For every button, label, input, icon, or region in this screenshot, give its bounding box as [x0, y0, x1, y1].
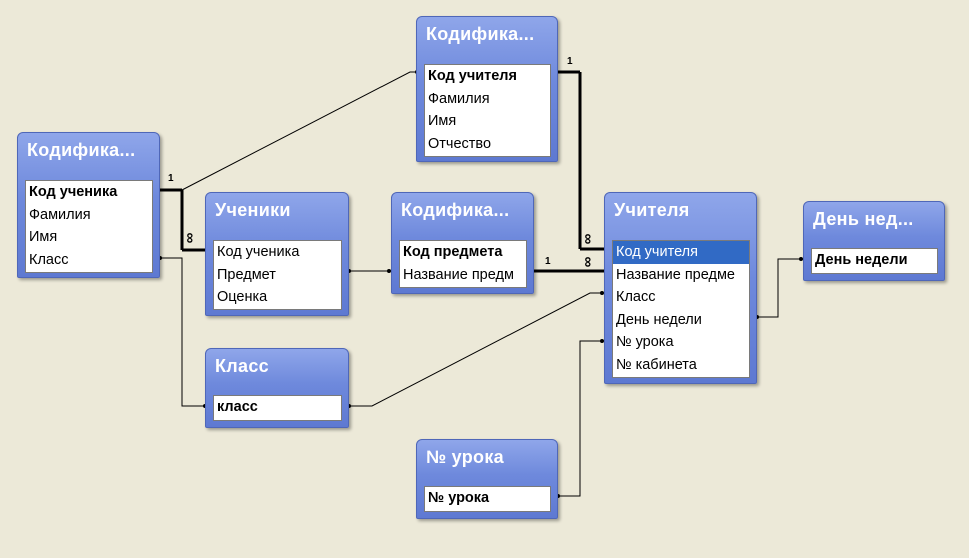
- table-nomer-uroka[interactable]: № урока № урока: [416, 439, 558, 519]
- table-uchitelya[interactable]: Учителя Код учителя Название предме Клас…: [604, 192, 757, 384]
- field-kod-uchitelya[interactable]: Код учителя: [613, 241, 749, 264]
- table-subject-codifier[interactable]: Кодифика... Код предмета Название предм: [391, 192, 534, 294]
- field-otchestvo[interactable]: Отчество: [428, 135, 492, 152]
- table-title[interactable]: Кодифика...: [401, 200, 510, 220]
- table-den-nedeli[interactable]: День нед... День недели: [803, 201, 945, 281]
- one-label: 1: [545, 256, 551, 267]
- table-title[interactable]: № урока: [426, 447, 504, 467]
- field-nomer-kabineta[interactable]: № кабинета: [616, 356, 697, 373]
- field-list[interactable]: Код учителя Название предме Класс День н…: [612, 240, 750, 378]
- table-title[interactable]: Кодифика...: [426, 24, 535, 44]
- many-label: ∞: [579, 256, 597, 268]
- field-list[interactable]: № урока: [424, 486, 551, 512]
- field-familiya[interactable]: Фамилия: [428, 90, 490, 107]
- field-ocenka[interactable]: Оценка: [217, 289, 268, 305]
- field-kod-uchitelya[interactable]: Код учителя: [428, 68, 517, 84]
- one-label: 1: [168, 173, 174, 184]
- table-title[interactable]: Учителя: [614, 200, 690, 220]
- table-klass[interactable]: Класс класс: [205, 348, 349, 428]
- table-student-codifier[interactable]: Кодифика... Код ученика Фамилия Имя Клас…: [17, 132, 160, 278]
- table-title[interactable]: Класс: [215, 356, 269, 376]
- field-imya[interactable]: Имя: [29, 229, 58, 245]
- field-nazvanie-predmeta[interactable]: Название предме: [616, 266, 735, 283]
- field-list[interactable]: Код ученика Предмет Оценка: [213, 240, 342, 310]
- field-list[interactable]: класс: [213, 395, 342, 421]
- link-nomer-uroka: [556, 340, 604, 497]
- field-kod-predmeta[interactable]: Код предмета: [403, 244, 503, 260]
- table-ucheniki[interactable]: Ученики Код ученика Предмет Оценка: [205, 192, 349, 316]
- field-list[interactable]: Код предмета Название предм: [399, 240, 527, 288]
- table-title[interactable]: Ученики: [215, 200, 291, 220]
- field-klass[interactable]: Класс: [616, 289, 656, 305]
- many-label: ∞: [579, 233, 597, 245]
- field-familiya[interactable]: Фамилия: [29, 206, 91, 223]
- field-nomer-uroka[interactable]: № урока: [616, 334, 674, 350]
- field-nazvanie-predmeta[interactable]: Название предм: [403, 266, 514, 283]
- field-klass[interactable]: Класс: [29, 251, 69, 268]
- field-kod-uchenika[interactable]: Код ученика: [29, 184, 118, 200]
- field-klass[interactable]: класс: [217, 399, 258, 415]
- field-nomer-uroka[interactable]: № урока: [428, 490, 490, 506]
- field-list[interactable]: Код ученика Фамилия Имя Класс: [25, 180, 153, 273]
- one-label: 1: [567, 56, 573, 67]
- field-predmet[interactable]: Предмет: [217, 266, 276, 283]
- field-imya[interactable]: Имя: [428, 113, 457, 129]
- many-label: ∞: [181, 232, 199, 244]
- table-title[interactable]: Кодифика...: [27, 140, 136, 160]
- field-den-nedeli[interactable]: День недели: [815, 252, 908, 268]
- field-list[interactable]: Код учителя Фамилия Имя Отчество: [424, 64, 551, 157]
- link-ucheniki-teacher-codif: [181, 71, 417, 191]
- field-den-nedeli[interactable]: День недели: [616, 311, 702, 328]
- table-teacher-codifier[interactable]: Кодифика... Код учителя Фамилия Имя Отче…: [416, 16, 558, 162]
- table-title[interactable]: День нед...: [813, 209, 914, 229]
- link-klass-uchitelya: [347, 292, 604, 407]
- field-kod-uchenika[interactable]: Код ученика: [217, 244, 300, 260]
- link-klass-codif: [160, 257, 205, 407]
- field-list[interactable]: День недели: [811, 248, 938, 274]
- link-den-nedeli: [755, 258, 803, 318]
